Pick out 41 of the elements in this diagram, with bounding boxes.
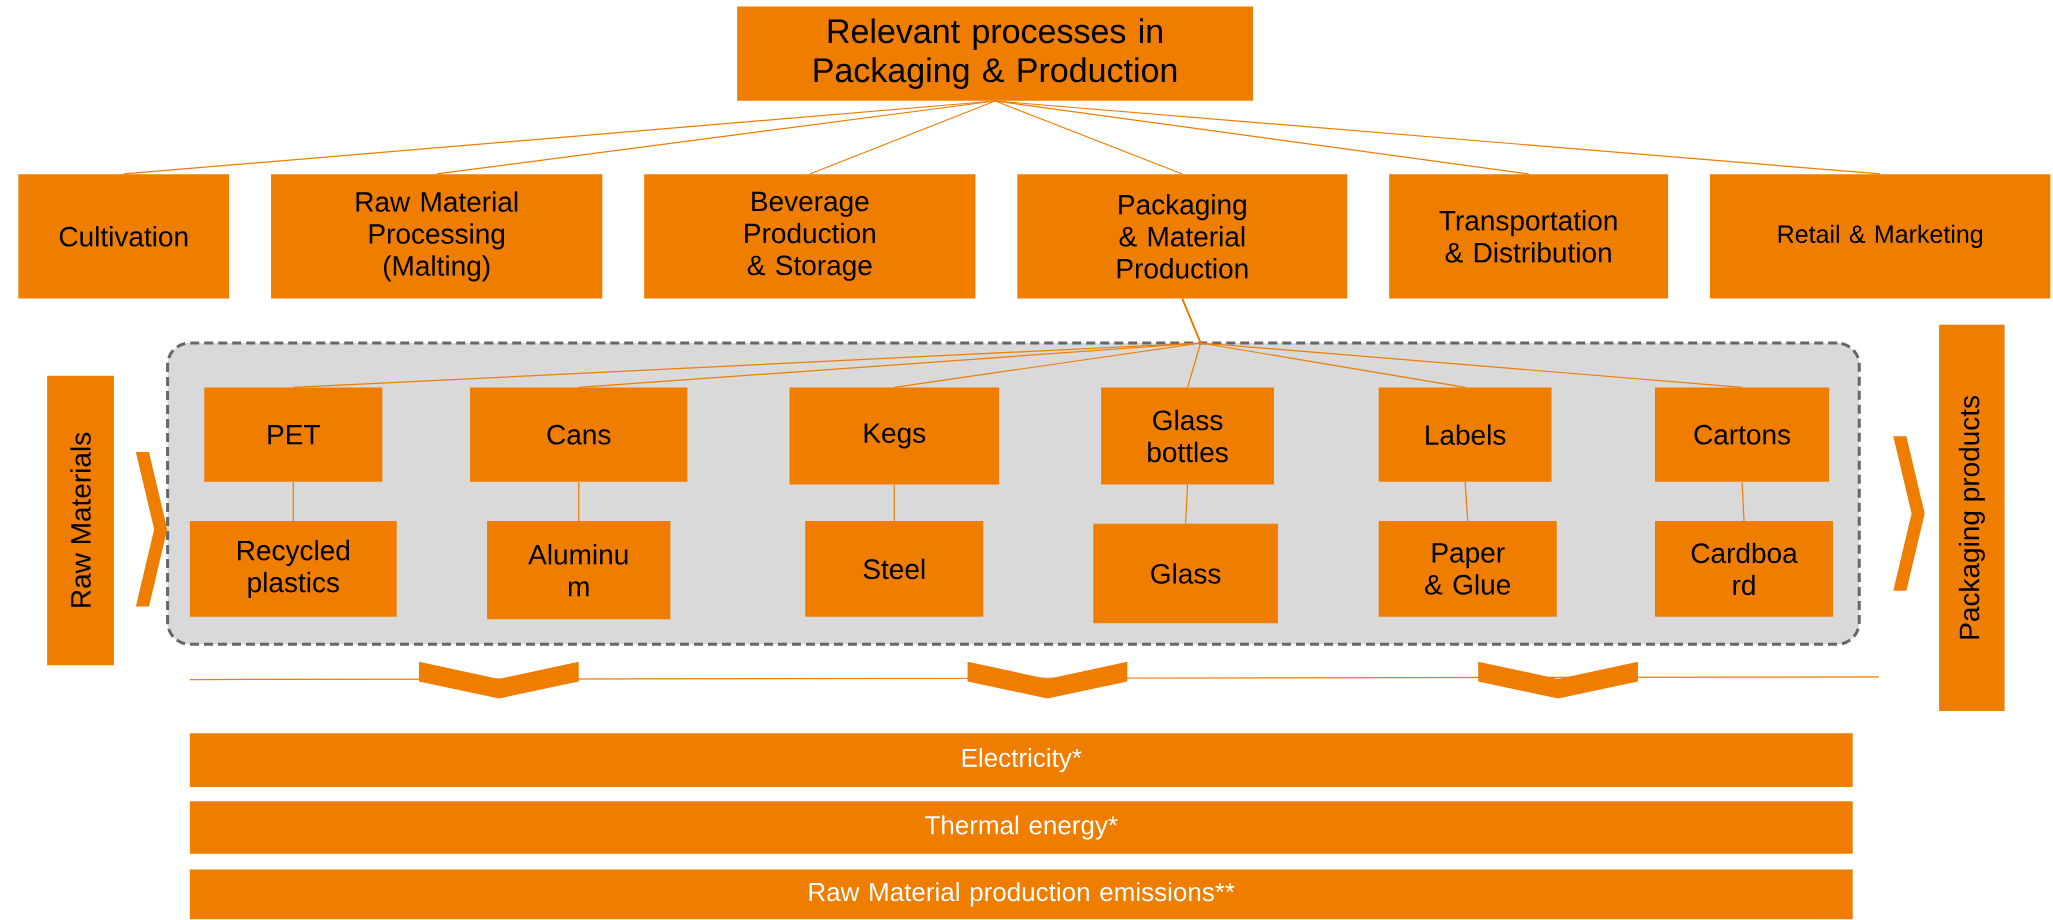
energy-bar: Electricity* <box>189 733 1853 787</box>
process-box: Kegs <box>789 387 999 485</box>
connector-line <box>809 100 996 175</box>
process-box: Transportation & Distribution <box>1389 173 1669 299</box>
process-box: Glass bottles <box>1101 387 1274 485</box>
process-box: Raw Material Processing (Malting) <box>271 173 603 299</box>
process-box: Cardboa rd <box>1655 520 1834 617</box>
connector-line <box>1185 483 1189 524</box>
connector-line <box>1464 481 1469 522</box>
chevron-arrow <box>135 451 168 607</box>
chevron-arrow <box>967 661 1128 699</box>
side-label-box: Packaging products <box>1939 324 2005 711</box>
process-box: Beverage Production & Storage <box>644 173 976 299</box>
process-box: Steel <box>805 520 984 617</box>
chevron-arrow <box>419 661 579 699</box>
process-box: Cartons <box>1655 387 1830 482</box>
connector-line <box>1181 297 1743 388</box>
process-box: Recycled plastics <box>189 520 397 617</box>
process-box: Glass <box>1093 523 1278 623</box>
process-box: Paper & Glue <box>1378 520 1557 617</box>
process-box: Packaging & Material Production <box>1017 173 1348 299</box>
chevron-arrow <box>1478 661 1638 699</box>
process-box: Labels <box>1378 387 1552 482</box>
process-box: Retail & Marketing <box>1709 173 2051 299</box>
connector-line <box>578 481 580 522</box>
process-box: PET <box>204 387 383 482</box>
connector-line <box>123 100 996 175</box>
energy-bar: Thermal energy* <box>189 801 1853 854</box>
side-label-box: Raw Materials <box>47 375 114 665</box>
connector-line <box>893 483 895 522</box>
chevron-arrow <box>1893 436 1925 591</box>
process-box: Cultivation <box>18 173 230 299</box>
process-box: Aluminu m <box>487 520 671 620</box>
connector-line <box>994 100 1881 175</box>
process-box: Relevant processes in Packaging & Production <box>737 6 1254 101</box>
connector-line <box>1741 481 1745 522</box>
energy-bar: Raw Material production emissions** <box>189 869 1853 919</box>
process-box: Cans <box>470 387 688 482</box>
connector-line <box>436 100 996 175</box>
connector-line <box>292 481 294 522</box>
connector-line <box>994 100 1183 175</box>
